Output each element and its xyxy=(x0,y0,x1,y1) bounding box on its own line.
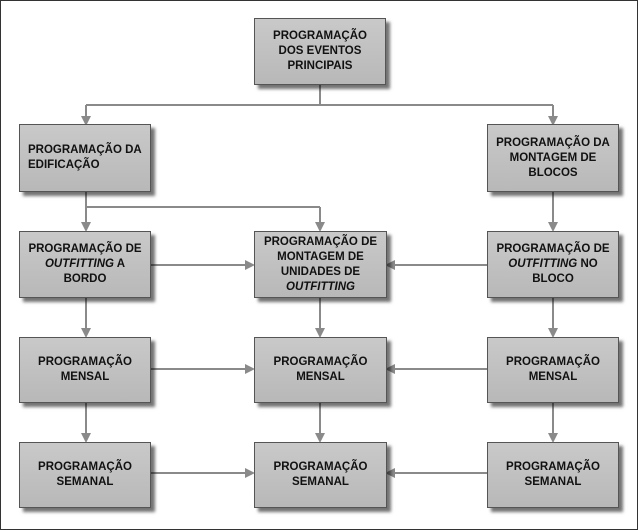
node-text-line: EDIFICAÇÃO xyxy=(28,159,100,171)
node-programacao-eventos-principais: PROGRAMAÇÃO DOS EVENTOS PRINCIPAIS xyxy=(254,18,386,85)
node-text-line: SEMANAL xyxy=(292,476,349,488)
node-text-line: PROGRAMAÇÃO xyxy=(38,356,132,368)
node-text-line: PROGRAMAÇÃO xyxy=(506,461,600,473)
node-text-line: PROGRAMAÇÃO DE xyxy=(263,235,378,248)
italic-term: OUTFITTING xyxy=(508,258,578,270)
node-text-line: PROGRAMAÇÃO xyxy=(273,30,367,42)
node-programacao-mensal-left: PROGRAMAÇÃO MENSAL xyxy=(19,337,151,403)
node-programacao-montagem-unidades-outfitting: PROGRAMAÇÃO DE MONTAGEM DE UNIDADES DE O… xyxy=(254,231,387,298)
node-text-line: OUTFITTING A xyxy=(28,257,141,272)
node-text-line: PRINCIPAIS xyxy=(287,60,353,72)
node-text-line: PROGRAMAÇÃO DA xyxy=(496,136,610,149)
node-programacao-edificacao: PROGRAMAÇÃO DA EDIFICAÇÃO xyxy=(19,124,151,192)
node-programacao-montagem-blocos: PROGRAMAÇÃO DA MONTAGEM DE BLOCOS xyxy=(487,124,619,192)
node-programacao-mensal-center: PROGRAMAÇÃO MENSAL xyxy=(254,337,387,403)
node-text-line: MENSAL xyxy=(296,371,345,383)
node-text-line: UNIDADES DE xyxy=(280,265,361,278)
node-text-line: SEMANAL xyxy=(524,476,582,488)
node-programacao-semanal-center: PROGRAMAÇÃO SEMANAL xyxy=(254,442,387,508)
node-programacao-mensal-right: PROGRAMAÇÃO MENSAL xyxy=(487,337,619,403)
node-text-line: PROGRAMAÇÃO xyxy=(38,461,132,473)
node-programacao-outfitting-bordo: PROGRAMAÇÃO DE OUTFITTING A BORDO xyxy=(19,231,151,298)
node-text-fragment: A xyxy=(113,258,126,270)
node-text-line: PROGRAMAÇÃO DE xyxy=(28,243,142,255)
node-text-line: PROGRAMAÇÃO xyxy=(273,461,368,473)
node-text-line: MENSAL xyxy=(528,371,578,383)
node-text-line: PROGRAMAÇÃO xyxy=(273,356,368,368)
node-text-line: DOS EVENTOS xyxy=(278,45,362,57)
node-text-line: PROGRAMAÇÃO DA xyxy=(28,144,142,156)
italic-term: OUTFITTING xyxy=(44,258,114,270)
node-text-line: OUTFITTING NO xyxy=(496,257,609,272)
node-programacao-semanal-left: PROGRAMAÇÃO SEMANAL xyxy=(19,442,151,508)
node-text-line: MENSAL xyxy=(60,371,110,383)
node-text-line: MONTAGEM DE xyxy=(509,151,597,164)
italic-term: OUTFITTING xyxy=(286,280,355,293)
node-text-line: BORDO xyxy=(63,273,107,285)
node-text-line: BLOCOS xyxy=(528,166,578,179)
node-text-fragment: NO xyxy=(577,258,598,270)
node-text-line: PROGRAMAÇÃO xyxy=(506,356,600,368)
node-text-line: PROGRAMAÇÃO DE xyxy=(496,243,610,255)
node-text-line: MONTAGEM DE xyxy=(277,250,364,263)
node-programacao-semanal-right: PROGRAMAÇÃO SEMANAL xyxy=(487,442,619,508)
node-programacao-outfitting-bloco: PROGRAMAÇÃO DE OUTFITTING NO BLOCO xyxy=(487,231,619,298)
node-text-line: SEMANAL xyxy=(56,476,114,488)
node-text-line: BLOCO xyxy=(532,273,574,285)
